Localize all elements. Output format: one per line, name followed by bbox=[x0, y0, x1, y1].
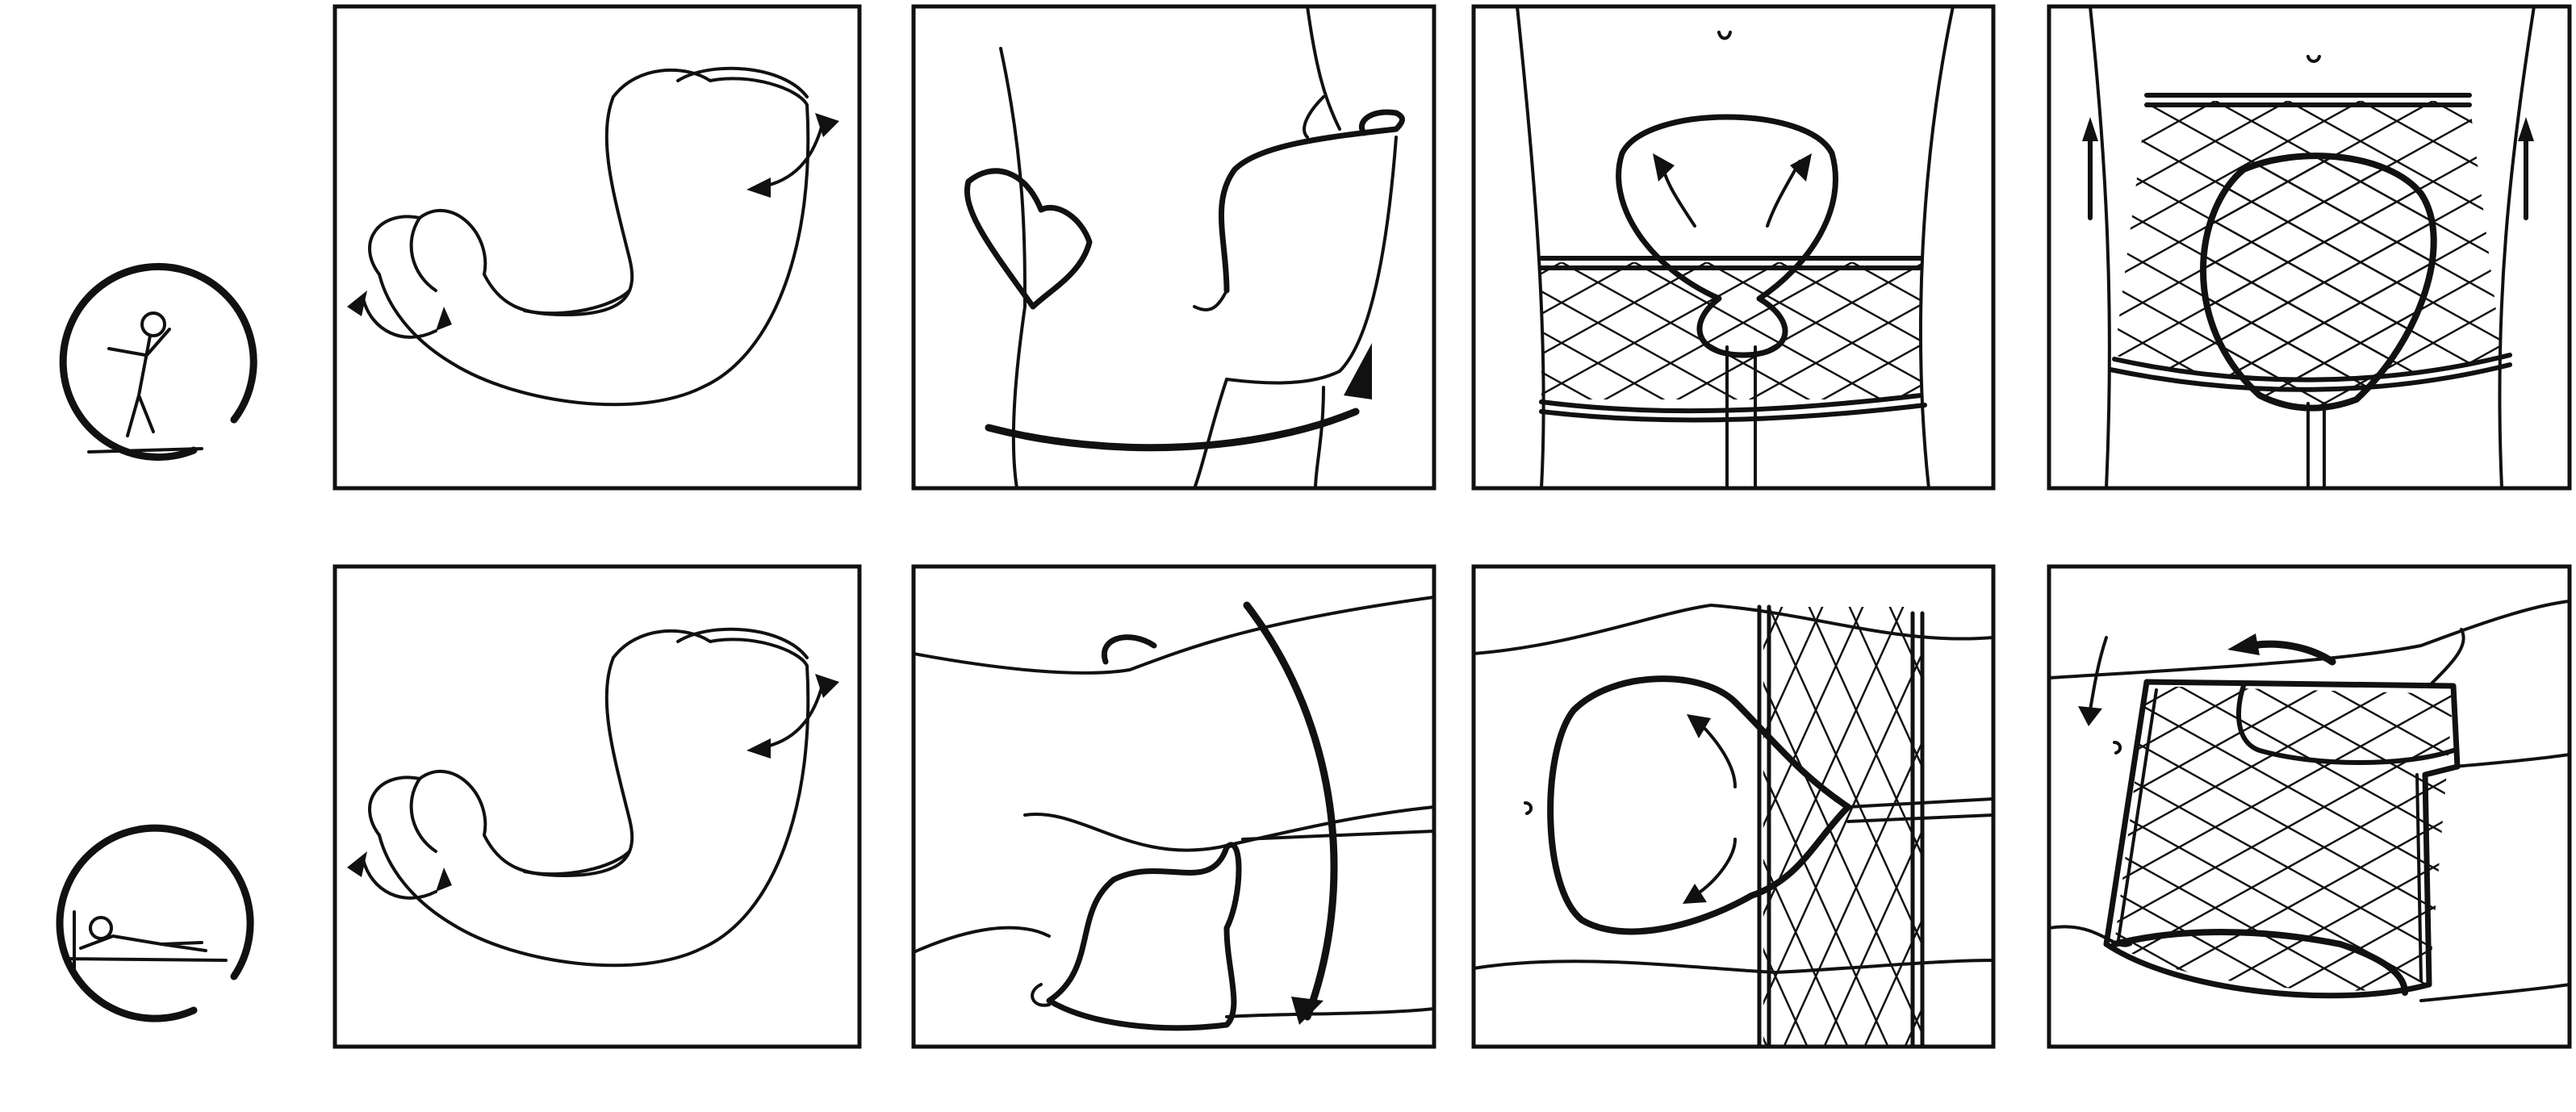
lying-person-icon bbox=[56, 824, 254, 1022]
pouch-illustration bbox=[347, 66, 839, 407]
lying-belt bbox=[1474, 604, 1993, 1047]
panel-row1-step2 bbox=[911, 4, 1436, 491]
front-view-belt-covered bbox=[2082, 6, 2536, 488]
panel-row2-step2 bbox=[911, 564, 1436, 1049]
lying-side-application bbox=[914, 596, 1434, 1031]
lying-belt-covered bbox=[2049, 600, 2570, 1002]
side-view-application bbox=[964, 6, 1405, 488]
panel-row1-step3 bbox=[1471, 4, 1996, 491]
standing-person-icon bbox=[59, 262, 257, 461]
front-view-belt bbox=[1516, 6, 1955, 488]
panel-row1-step1 bbox=[332, 4, 862, 491]
